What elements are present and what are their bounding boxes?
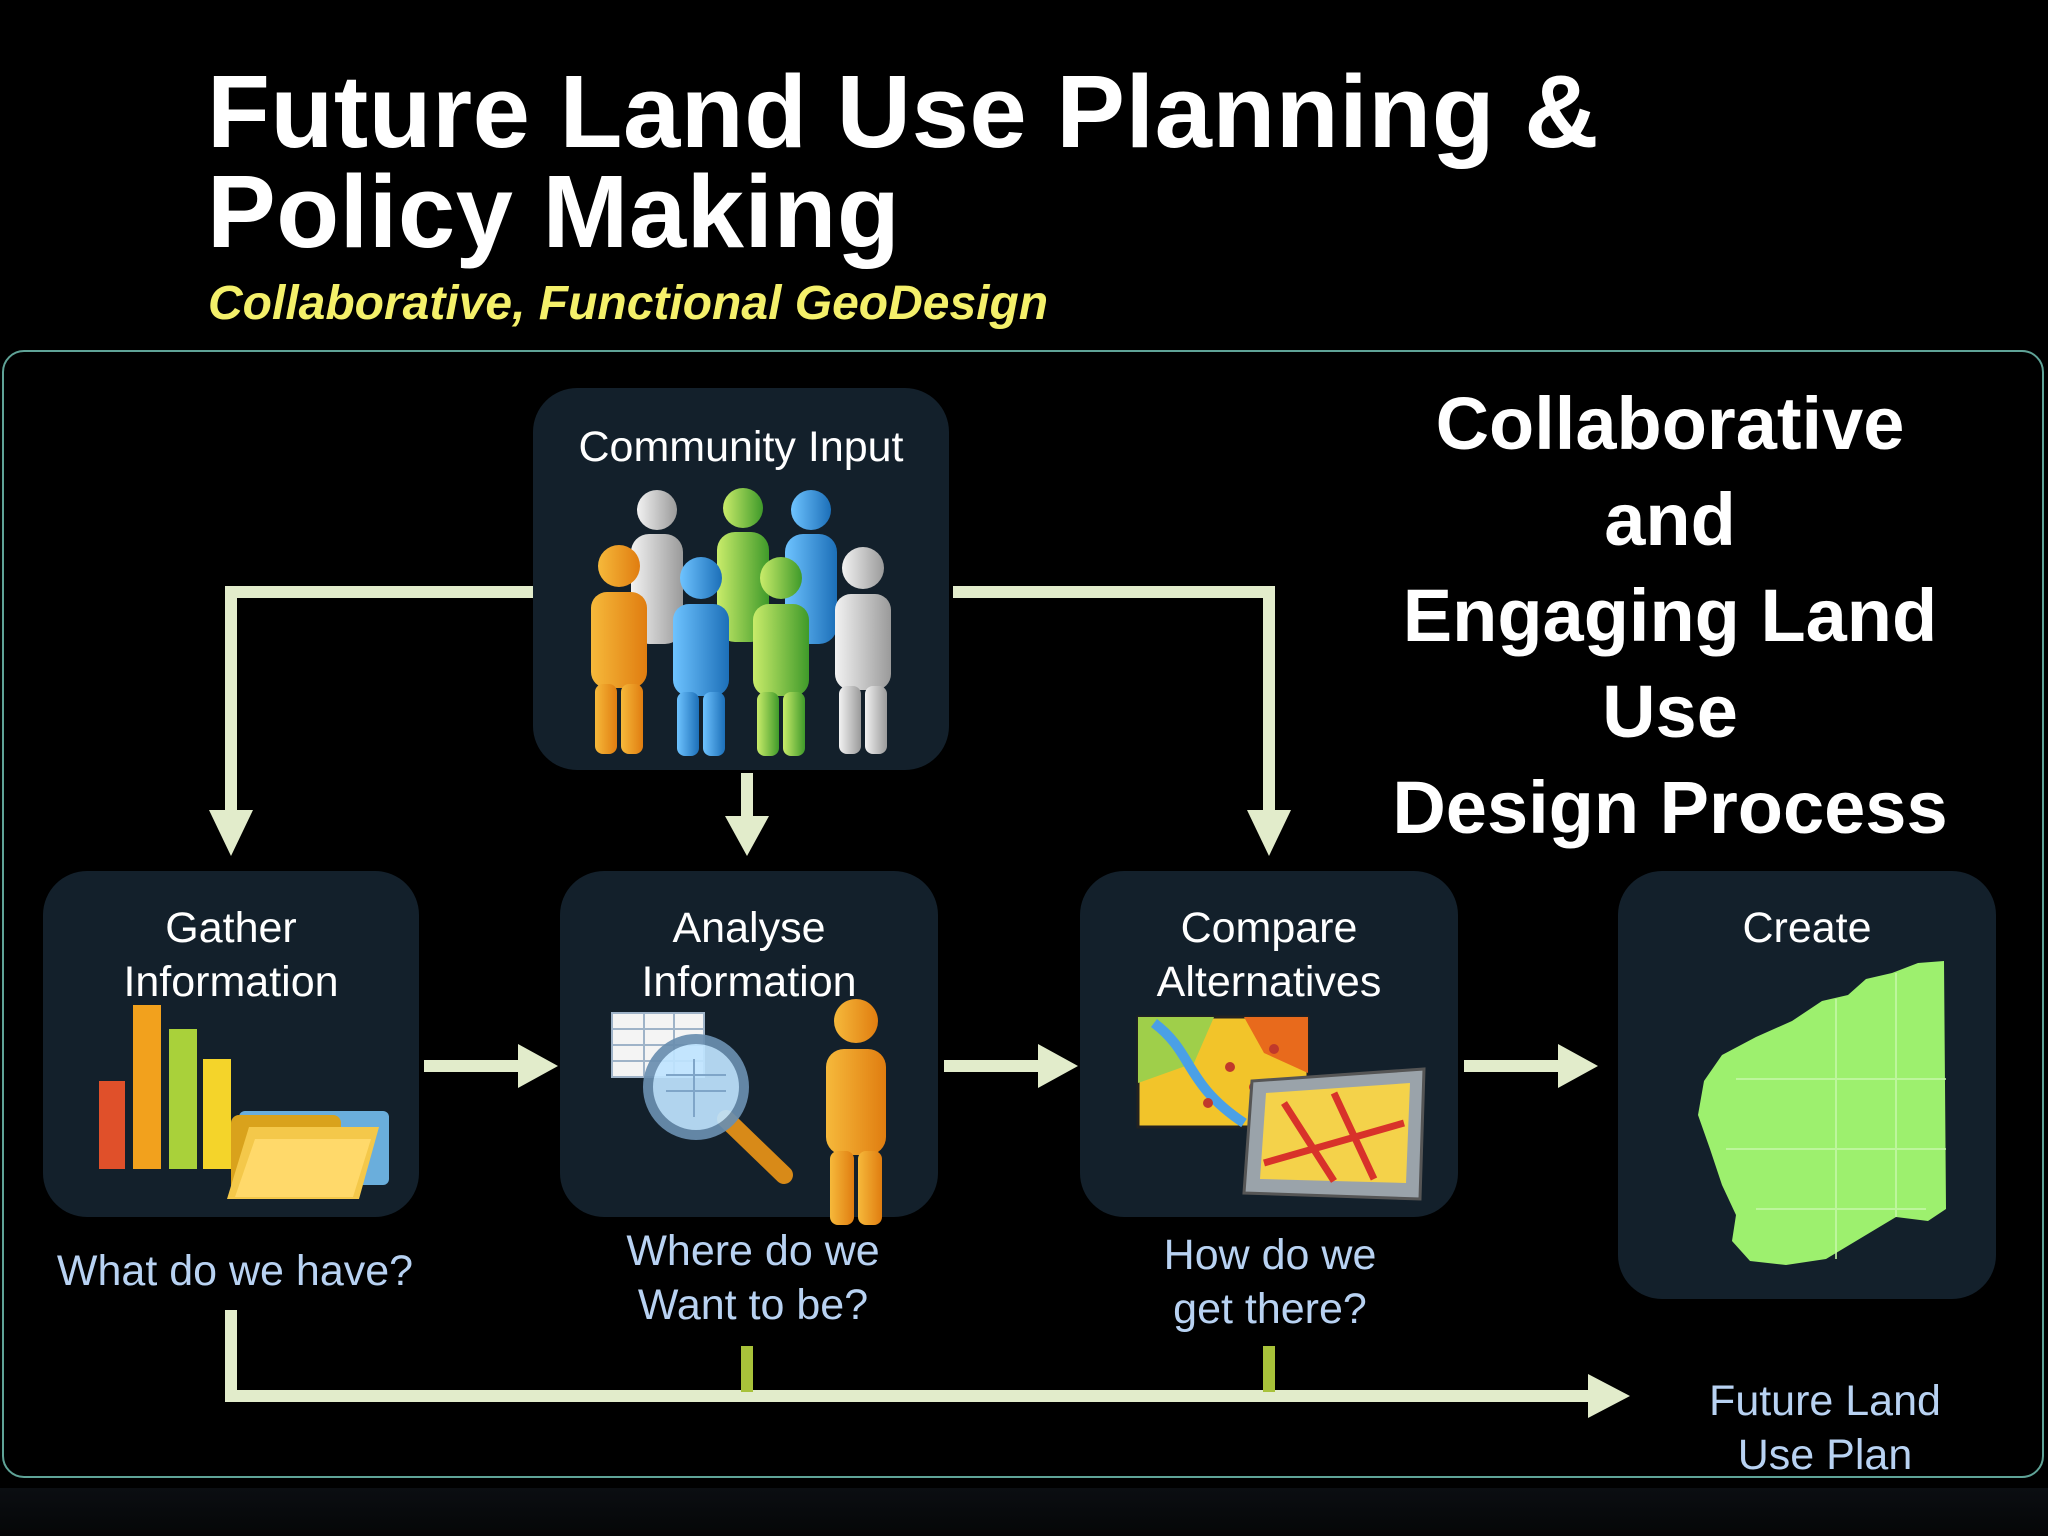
compare-alternatives-box: Compare Alternatives — [1080, 871, 1458, 1217]
slide-title: Future Land Use Planning & Policy Making — [207, 60, 1707, 263]
community-input-label: Community Input — [578, 423, 904, 471]
magnifier-table-person-icon — [611, 999, 886, 1225]
compare-question: How do we get there? — [1070, 1228, 1470, 1336]
analyse-question-line1: Where do we — [626, 1227, 880, 1275]
maps-screen-icon — [1136, 1015, 1426, 1201]
slide-title-line2: Policy Making — [207, 154, 901, 269]
process-heading-line1: Collaborative — [1435, 382, 1905, 465]
arrow-community-to-compare — [953, 586, 1275, 812]
analyse-label-line1: Analyse — [672, 904, 826, 952]
gather-information-label: Gather Information — [43, 901, 419, 1009]
compare-question-line1: How do we — [1163, 1231, 1377, 1279]
gather-label-line1: Gather — [165, 904, 297, 952]
arrowhead-gather-analyse — [518, 1044, 558, 1088]
slide-subtitle: Collaborative, Functional GeoDesign — [208, 277, 1049, 330]
future-plan-line2: Use Plan — [1737, 1431, 1913, 1479]
arrowhead-future-plan — [1588, 1374, 1630, 1418]
process-heading: Collaborative and Engaging Land Use Desi… — [1345, 376, 1995, 856]
people-group-icon — [591, 488, 891, 756]
compare-label-line1: Compare — [1180, 904, 1358, 952]
analyse-question: Where do we Want to be? — [553, 1224, 953, 1332]
compare-alternatives-label: Compare Alternatives — [1080, 901, 1458, 1009]
analyse-question-line2: Want to be? — [637, 1281, 869, 1329]
process-heading-line5: Design Process — [1392, 766, 1948, 849]
analyse-information-label: Analyse Information — [560, 901, 938, 1009]
compare-question-line2: get there? — [1173, 1285, 1367, 1333]
gather-information-box: Gather Information — [43, 871, 419, 1217]
gather-question: What do we have? — [56, 1247, 414, 1295]
future-land-use-plan-label: Future Land Use Plan — [1630, 1374, 2020, 1482]
future-plan-line1: Future Land — [1709, 1377, 1941, 1425]
create-label: Create — [1742, 904, 1872, 952]
create-box: Create — [1618, 871, 1996, 1299]
compare-label-line2: Alternatives — [1156, 958, 1382, 1006]
process-heading-line2: and — [1604, 478, 1736, 561]
analyse-label-line2: Information — [641, 958, 857, 1006]
arrow-community-to-gather — [225, 586, 533, 812]
arrowhead-gather — [209, 810, 253, 856]
process-heading-line3: Engaging Land — [1402, 574, 1938, 657]
bar-chart-folder-icon — [99, 1005, 389, 1199]
arrow-to-future-plan — [225, 1310, 1590, 1402]
analyse-information-box: Analyse Information — [560, 871, 938, 1225]
community-input-box: Community Input — [533, 388, 949, 770]
arrowhead-analyse — [725, 816, 769, 856]
arrowhead-compare — [1247, 810, 1291, 856]
gather-label-line2: Information — [123, 958, 339, 1006]
process-heading-line4: Use — [1602, 670, 1738, 753]
western-australia-map-icon — [1698, 961, 1946, 1265]
arrowhead-analyse-compare — [1038, 1044, 1078, 1088]
slide-title-line1: Future Land Use Planning & — [207, 54, 1600, 169]
arrowhead-compare-create — [1558, 1044, 1598, 1088]
bottom-strip — [0, 1488, 2048, 1536]
